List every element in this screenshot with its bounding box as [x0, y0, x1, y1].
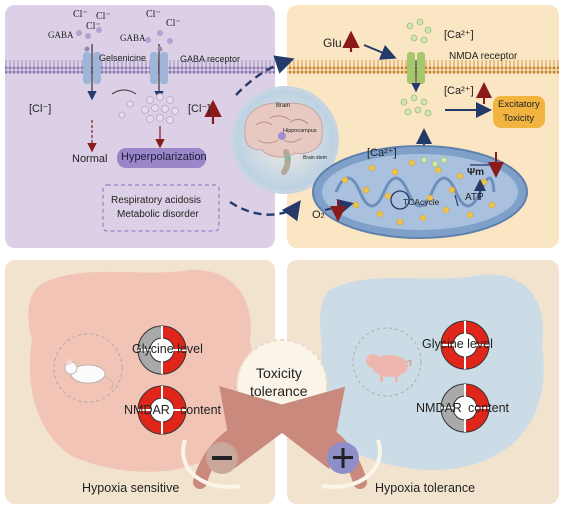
tolerance-center-label: tolerance — [250, 383, 308, 399]
hypoxia-tolerance-label: Hypoxia tolerance — [375, 481, 476, 495]
gaba-label-mid: GABA — [120, 33, 146, 43]
atp-label: ATP — [465, 192, 484, 203]
ion-channel-icon — [83, 44, 101, 101]
gelsenicine-label: Gelsenicine — [99, 53, 147, 63]
hippocampus-label: Hippocampus — [283, 128, 317, 134]
toxicity-label: Toxicity — [503, 113, 535, 124]
nmda-receptor-label: NMDA receptor — [449, 51, 518, 62]
ion-channel-icon — [407, 52, 425, 93]
right-content-label: content — [468, 401, 510, 415]
brain-label: Brain — [276, 103, 291, 109]
left-glycine-label: Glycine level — [132, 342, 203, 356]
psi-m-label: Ψm — [467, 167, 484, 178]
left-nmdar-label: NMDAR — [124, 403, 170, 417]
donut-gauge-icon — [137, 325, 187, 375]
gaba-receptor-label: GABA receptor — [180, 54, 241, 64]
hyperpolarization-pill — [117, 148, 206, 168]
left-content-label: content — [180, 403, 222, 417]
blob-sensitive — [28, 269, 253, 472]
cl-high-label: [Cl⁻] — [188, 103, 211, 115]
membrane-icon — [5, 60, 275, 74]
ca-mito-label: [Ca²⁺] — [367, 147, 397, 159]
excitatory-label: Excitatory — [498, 99, 540, 110]
donut-gauge-icon — [440, 320, 490, 370]
metabolic-disorder-label: Metabolic disorder — [117, 209, 199, 220]
gaba-label-left: GABA — [48, 30, 74, 40]
mouse-icon — [64, 359, 114, 391]
excitatory-toxicity-box — [493, 96, 545, 128]
cl-ion-label-3: Cl⁻ — [86, 21, 101, 32]
plus-icon — [327, 442, 359, 474]
cl-ion-label-2: Cl⁻ — [96, 11, 111, 22]
panel-gaba — [5, 5, 275, 248]
cl-ion-label-5: Cl⁻ — [166, 18, 181, 29]
normal-label: Normal — [72, 153, 108, 165]
o2-label: O2 — [312, 209, 325, 221]
hypoxia-sensitive-label: Hypoxia sensitive — [82, 481, 180, 495]
glu-label: Glu — [323, 36, 342, 50]
right-glycine-label: Glycine level — [422, 337, 493, 351]
cl-ion-label-1: Cl⁻ — [73, 9, 88, 20]
donut-gauge-icon — [440, 383, 490, 433]
respiratory-acidosis-label: Respiratory acidosis — [111, 195, 202, 206]
ca-mid-label: [Ca²⁺] — [444, 85, 474, 97]
pig-icon — [366, 354, 412, 382]
donut-gauge-icon — [137, 385, 187, 435]
cl-ion-label-4: Cl⁻ — [146, 9, 161, 20]
hyperpolarization-label: Hyperpolarization — [121, 151, 207, 163]
ca-top-label: [Ca²⁺] — [444, 29, 474, 41]
right-nmdar-label: NMDAR — [416, 401, 462, 415]
mitochondrion-icon — [312, 145, 528, 239]
blob-tolerance — [320, 274, 544, 470]
toxicity-center-label: Toxicity — [256, 365, 302, 381]
minus-icon — [206, 442, 238, 474]
ion-channel-icon — [150, 44, 168, 101]
tca-cycle-label: TCAcycle — [403, 197, 440, 207]
brain-stem-label: Brain stem — [303, 155, 327, 161]
cl-low-label: [Cl⁻] — [29, 103, 52, 115]
